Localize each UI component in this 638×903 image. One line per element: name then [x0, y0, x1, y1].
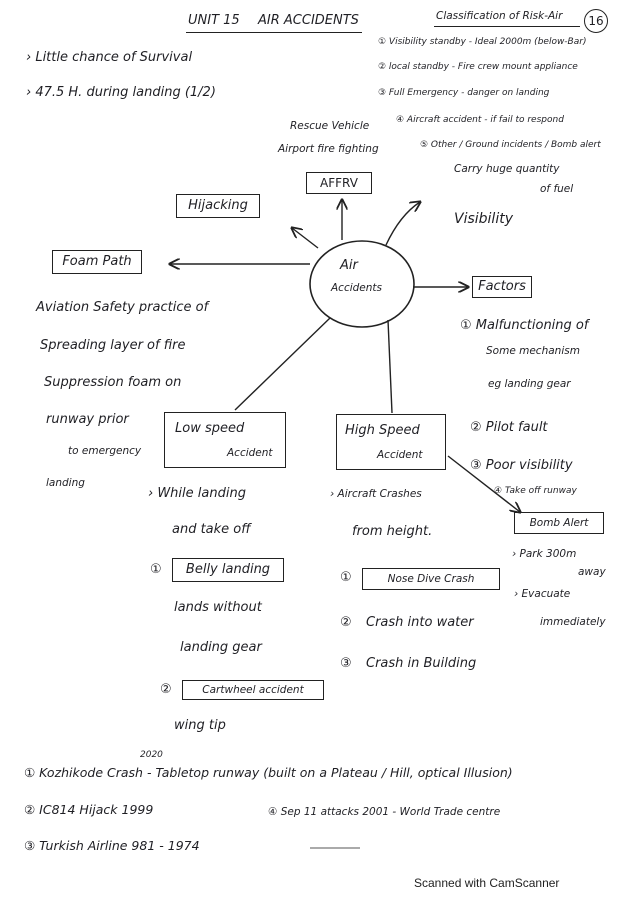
example-item: ④ Sep 11 attacks 2001 - World Trade cent…: [268, 806, 501, 818]
cartwheel-num: ②: [160, 682, 172, 697]
fuel-note: Carry huge quantity: [454, 163, 560, 175]
high-speed-subtitle: Accident: [377, 449, 423, 461]
example-item: ③ Turkish Airline 981 - 1974: [24, 838, 200, 853]
visibility-label: Visibility: [454, 211, 513, 227]
intro-line: › Little chance of Survival: [26, 50, 193, 65]
factor-item: Some mechanism: [486, 345, 580, 357]
affrv-box: AFFRV: [306, 172, 372, 194]
page-title: AIR ACCIDENTS: [258, 13, 359, 28]
bomb-alert-box: Bomb Alert: [514, 512, 604, 534]
bomb-alert-note: away: [578, 566, 606, 578]
foam-path-desc: to emergency: [68, 445, 142, 457]
classification-item: ④ Aircraft accident - if fail to respond: [396, 115, 564, 125]
high-speed-item-num: ②: [340, 615, 352, 630]
foam-path-desc: runway prior: [46, 412, 129, 427]
bomb-alert-note: immediately: [540, 616, 606, 628]
low-speed-subtitle: Accident: [227, 447, 273, 459]
classification-item: ⑤ Other / Ground incidents / Bomb alert: [420, 140, 601, 150]
classification-underline: [434, 26, 580, 27]
center-node-line: Air: [340, 258, 358, 273]
cartwheel-desc: wing tip: [174, 718, 226, 733]
hijacking-box: Hijacking: [176, 194, 260, 218]
nose-dive-box: Nose Dive Crash: [362, 568, 500, 590]
classification-title: Classification of Risk-Air: [436, 10, 563, 22]
line-to-low-speed: [234, 317, 331, 411]
factor-item: ④ Take off runway: [494, 486, 577, 496]
foam-path-desc: landing: [46, 477, 85, 489]
foam-path-desc: Spreading layer of fire: [40, 338, 186, 353]
unit-label: UNIT 15: [188, 13, 240, 28]
classification-item: ③ Full Emergency - danger on landing: [378, 88, 550, 98]
high-speed-item-label: Crash in Building: [366, 656, 477, 671]
center-node-line: Accidents: [331, 282, 383, 294]
bomb-alert-note: › Evacuate: [514, 588, 571, 600]
example-item: ① Kozhikode Crash - Tabletop runway (bui…: [24, 765, 513, 780]
intro-line: › 47.5 H. during landing (1/2): [26, 85, 216, 100]
rescue-vehicle-text: Rescue Vehicle: [290, 120, 370, 132]
foam-path-desc: Suppression foam on: [44, 375, 182, 390]
belly-num: ①: [150, 562, 162, 577]
line-to-high-speed: [387, 319, 393, 414]
high-speed-note: › Aircraft Crashes: [330, 488, 422, 500]
high-speed-item-label: Crash into water: [366, 615, 474, 630]
page-number-badge: 16: [584, 9, 608, 33]
example-item: ② IC814 Hijack 1999: [24, 802, 154, 817]
arrow-to-hijacking: [292, 228, 319, 249]
cartwheel-box: Cartwheel accident: [182, 680, 324, 700]
scanner-watermark: Scanned with CamScanner: [414, 876, 560, 890]
examples-year-note: 2020: [140, 750, 163, 760]
high-speed-title: High Speed: [345, 423, 420, 438]
factors-box: Factors: [472, 276, 532, 298]
belly-desc: landing gear: [180, 640, 262, 655]
high-speed-box: High Speed Accident: [336, 414, 446, 470]
high-speed-item-num: ③: [340, 656, 352, 671]
belly-desc: lands without: [174, 600, 262, 615]
foam-path-box: Foam Path: [52, 250, 142, 274]
low-speed-title: Low speed: [175, 421, 245, 436]
fuel-note: of fuel: [540, 183, 574, 195]
low-speed-note: › While landing: [148, 486, 246, 501]
airport-fire-fighting-text: Airport fire fighting: [278, 143, 379, 155]
factor-item: ① Malfunctioning of: [460, 318, 589, 333]
foam-path-desc: Aviation Safety practice of: [36, 300, 209, 315]
high-speed-item-num: ①: [340, 570, 352, 585]
low-speed-box: Low speed Accident: [164, 412, 286, 468]
belly-landing-box: Belly landing: [172, 558, 284, 582]
factor-item: ② Pilot fault: [470, 420, 548, 435]
high-speed-note: from height.: [352, 524, 433, 539]
title-underline: [186, 32, 362, 33]
factor-item: ③ Poor visibility: [470, 458, 573, 473]
bomb-alert-note: › Park 300m: [512, 548, 577, 560]
classification-item: ② local standby - Fire crew mount applia…: [378, 62, 578, 72]
arrow-to-bomb-alert: [447, 455, 520, 512]
classification-item: ① Visibility standby - Ideal 2000m (belo…: [378, 37, 587, 47]
factor-item: eg landing gear: [488, 378, 571, 390]
low-speed-note: and take off: [172, 522, 251, 537]
center-node-circle: [309, 240, 415, 328]
arrow-to-visibility: [385, 202, 420, 246]
